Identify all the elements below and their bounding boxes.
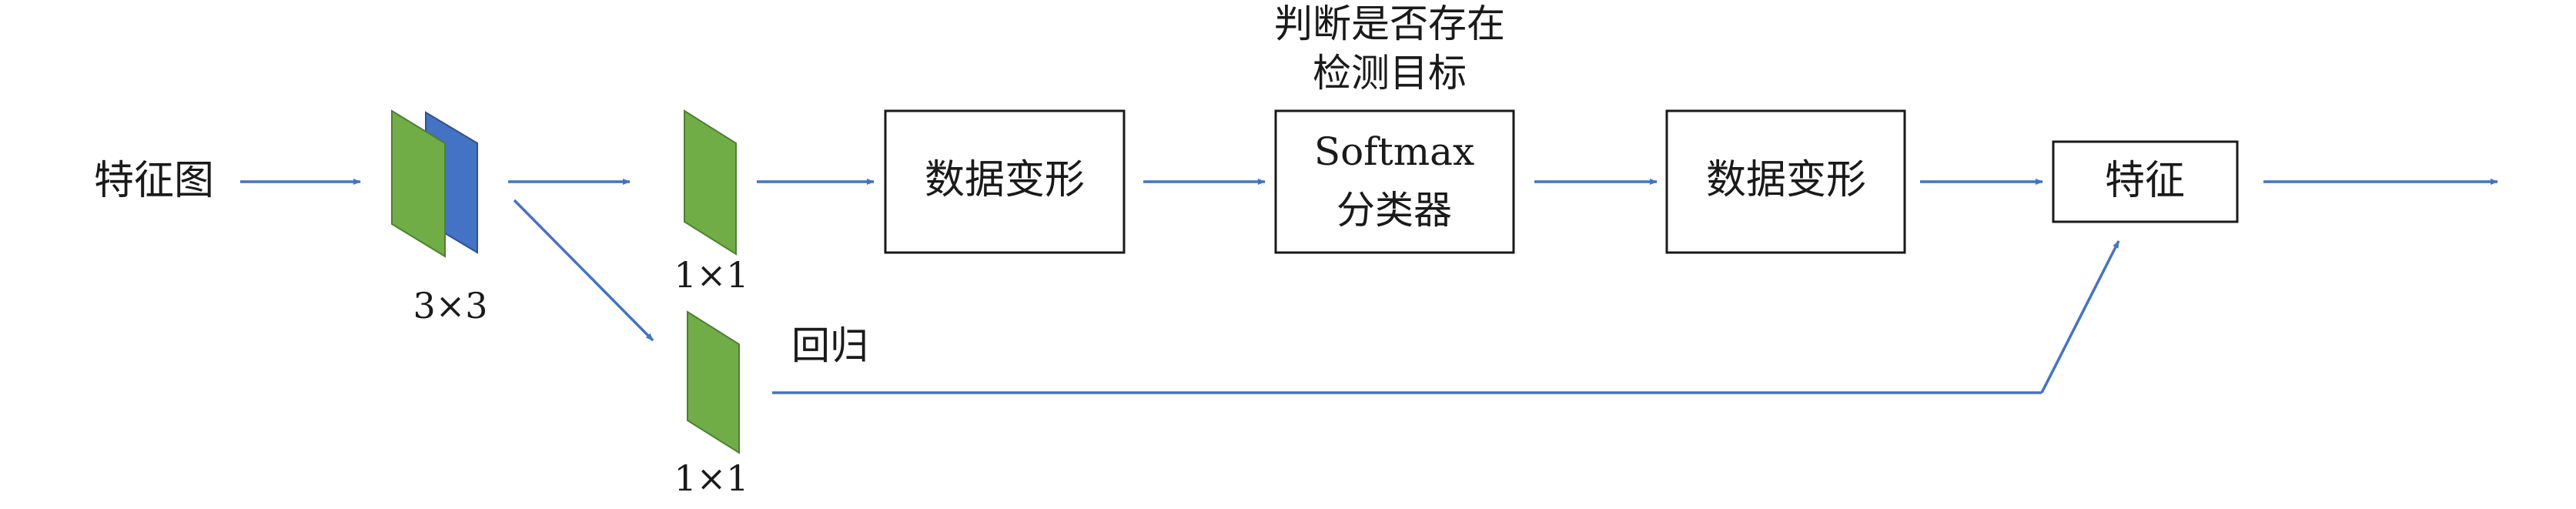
conv3-label: 3×3 — [413, 285, 487, 326]
reshape-box-1 — [884, 109, 1126, 254]
conv1-bottom-layer — [687, 310, 740, 454]
softmax-label-line2: 分类器 — [1337, 188, 1452, 233]
conv1-bottom-label: 1×1 — [674, 457, 748, 499]
conv1-top-layer — [684, 109, 737, 256]
softmax-classifier-box — [1274, 109, 1515, 254]
judge-label-line1: 判断是否存在 — [1274, 2, 1505, 46]
judge-label-line2: 检测目标 — [1313, 51, 1467, 95]
input-feature-map-label: 特征图 — [94, 158, 214, 204]
reshape-box-1-label: 数据变形 — [925, 157, 1085, 203]
output-feature-label: 特征 — [2105, 158, 2185, 204]
conv3-green-layer — [391, 109, 446, 258]
conv1-top-label: 1×1 — [674, 254, 748, 296]
reshape-box-2 — [1665, 109, 1906, 254]
reshape-box-2-label: 数据变形 — [1706, 157, 1866, 203]
arrow-conv3-to-conv1-bottom — [513, 199, 654, 342]
regression-path-diagonal — [2040, 240, 2120, 393]
regression-label: 回归 — [791, 323, 868, 368]
softmax-label-line1: Softmax — [1314, 129, 1474, 174]
output-feature-box — [2052, 140, 2239, 223]
